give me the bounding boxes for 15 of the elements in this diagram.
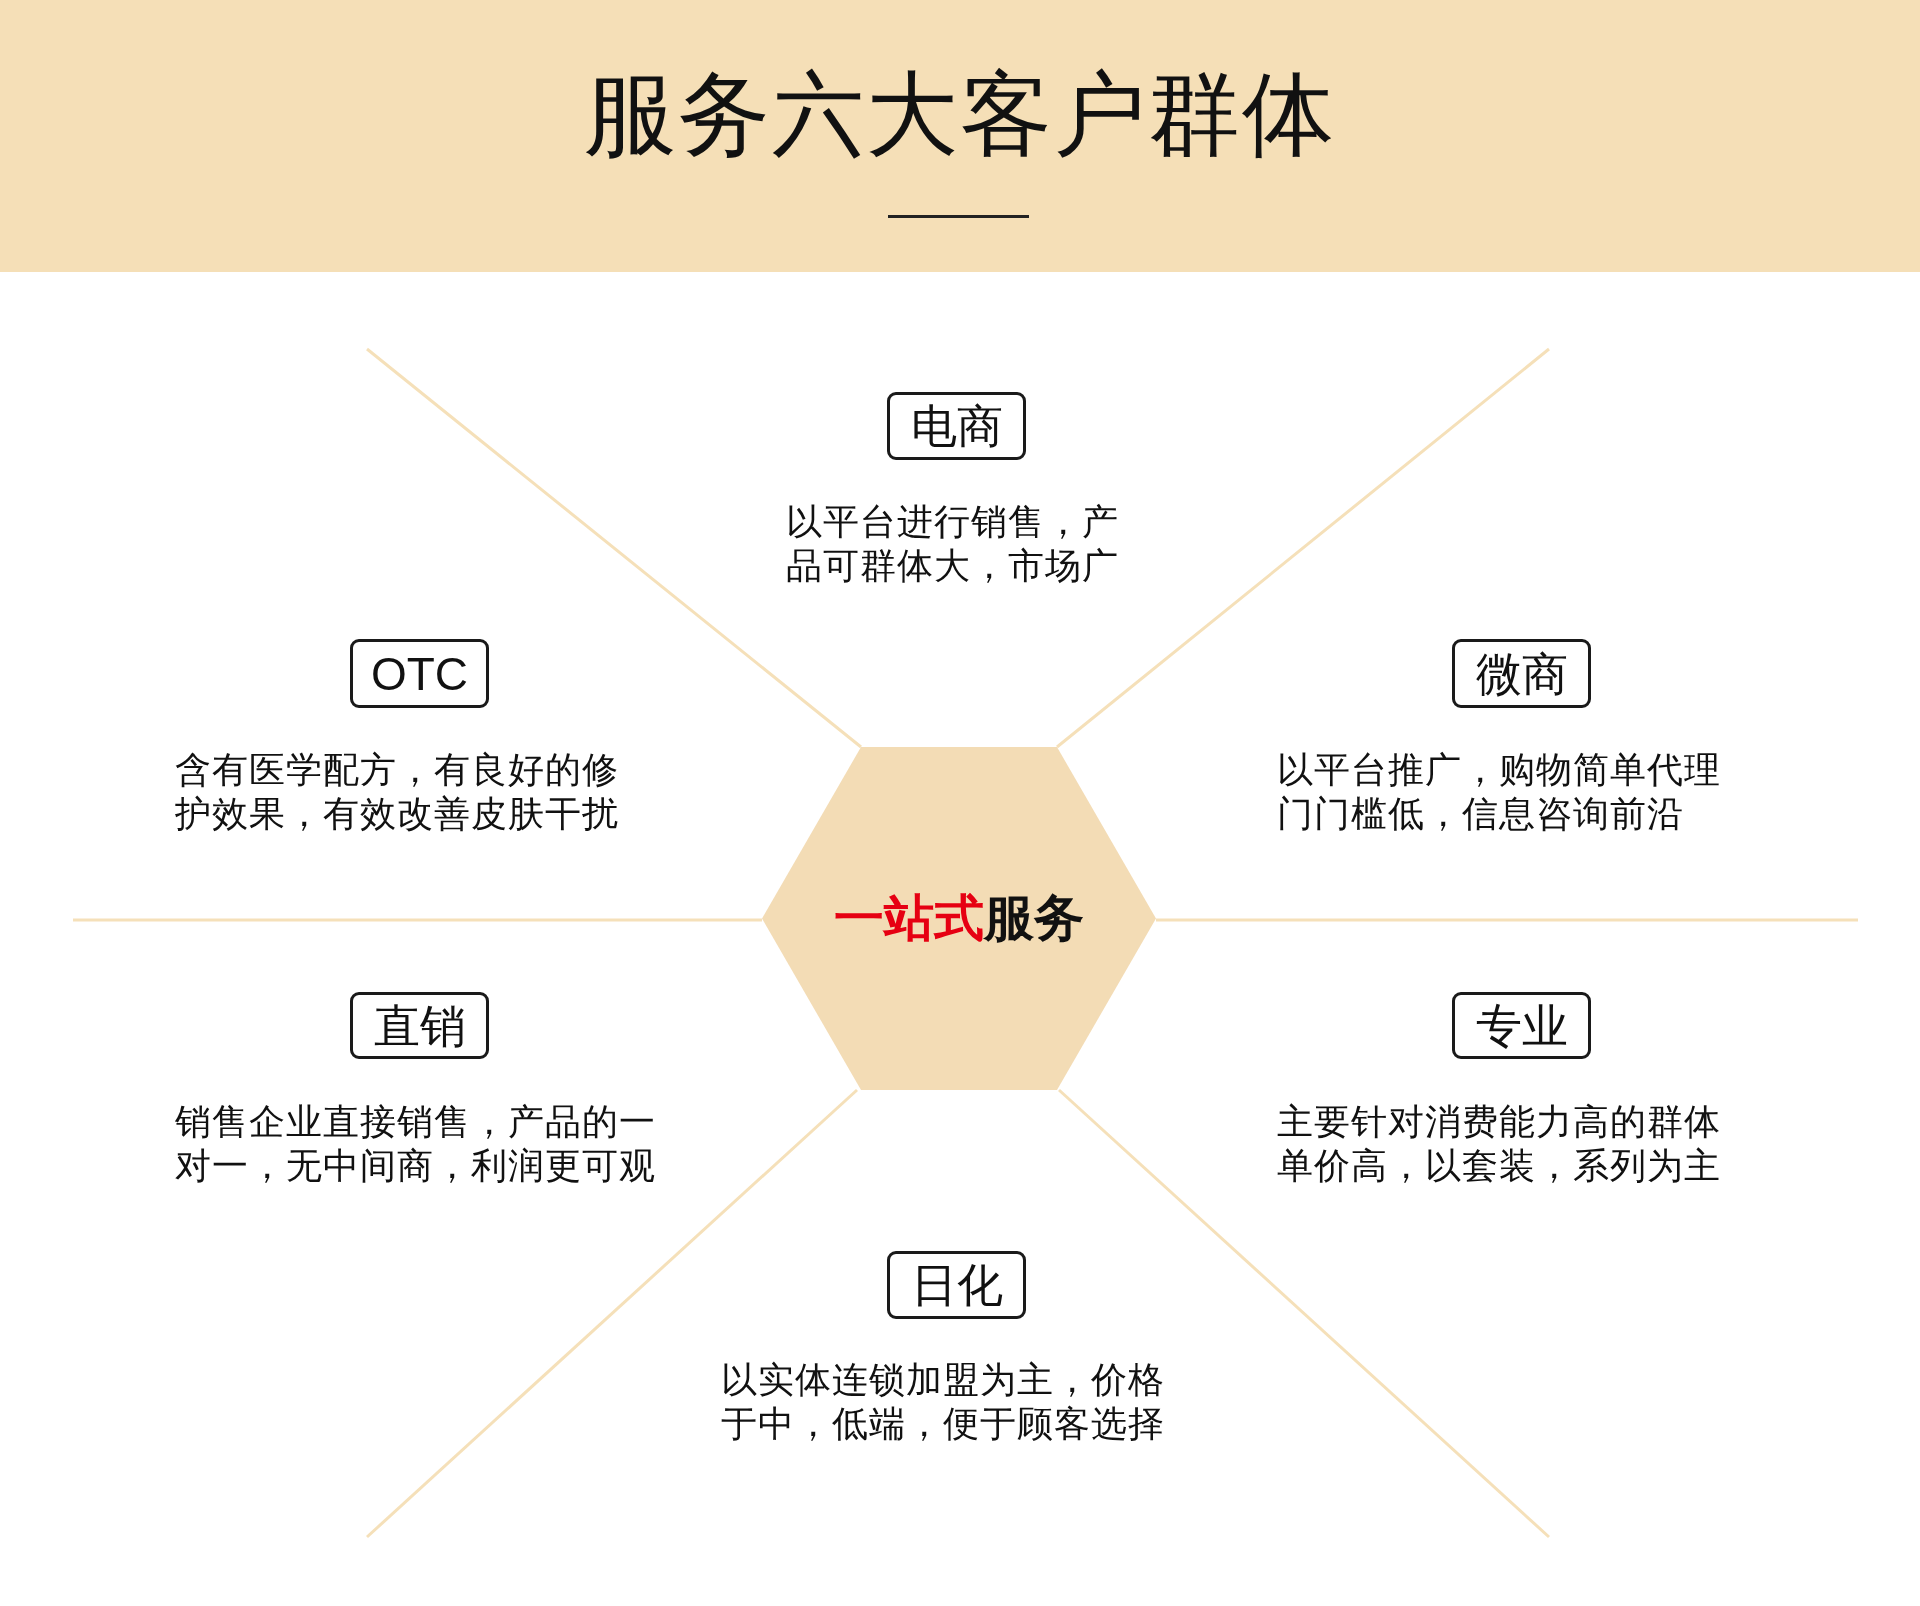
center-text: 一站式服务 xyxy=(834,889,1084,948)
description-text: 含有医学配方，有良好的修护效果，有效改善皮肤干扰 xyxy=(175,748,620,836)
category-tag: 电商 xyxy=(887,392,1026,460)
category-tag: 日化 xyxy=(887,1251,1026,1319)
hexagon xyxy=(762,747,1156,1090)
description-text: 主要针对消费能力高的群体单价高，以套装，系列为主 xyxy=(1277,1100,1722,1188)
title: 服务六大客户群体 xyxy=(583,62,1337,167)
category-tag: 直销 xyxy=(350,992,489,1059)
category-tag: 微商 xyxy=(1452,639,1591,708)
category-tag: 专业 xyxy=(1452,992,1591,1059)
description-text: 以实体连锁加盟为主，价格于中，低端，便于顾客选择 xyxy=(721,1358,1166,1446)
description-text: 以平台推广，购物简单代理门门槛低，信息咨询前沿 xyxy=(1277,748,1722,836)
description-text: 销售企业直接销售，产品的一对一，无中间商，利润更可观 xyxy=(175,1100,657,1188)
description-text: 以平台进行销售，产品可群体大，市场广 xyxy=(786,500,1120,588)
category-tag: OTC xyxy=(350,639,489,708)
